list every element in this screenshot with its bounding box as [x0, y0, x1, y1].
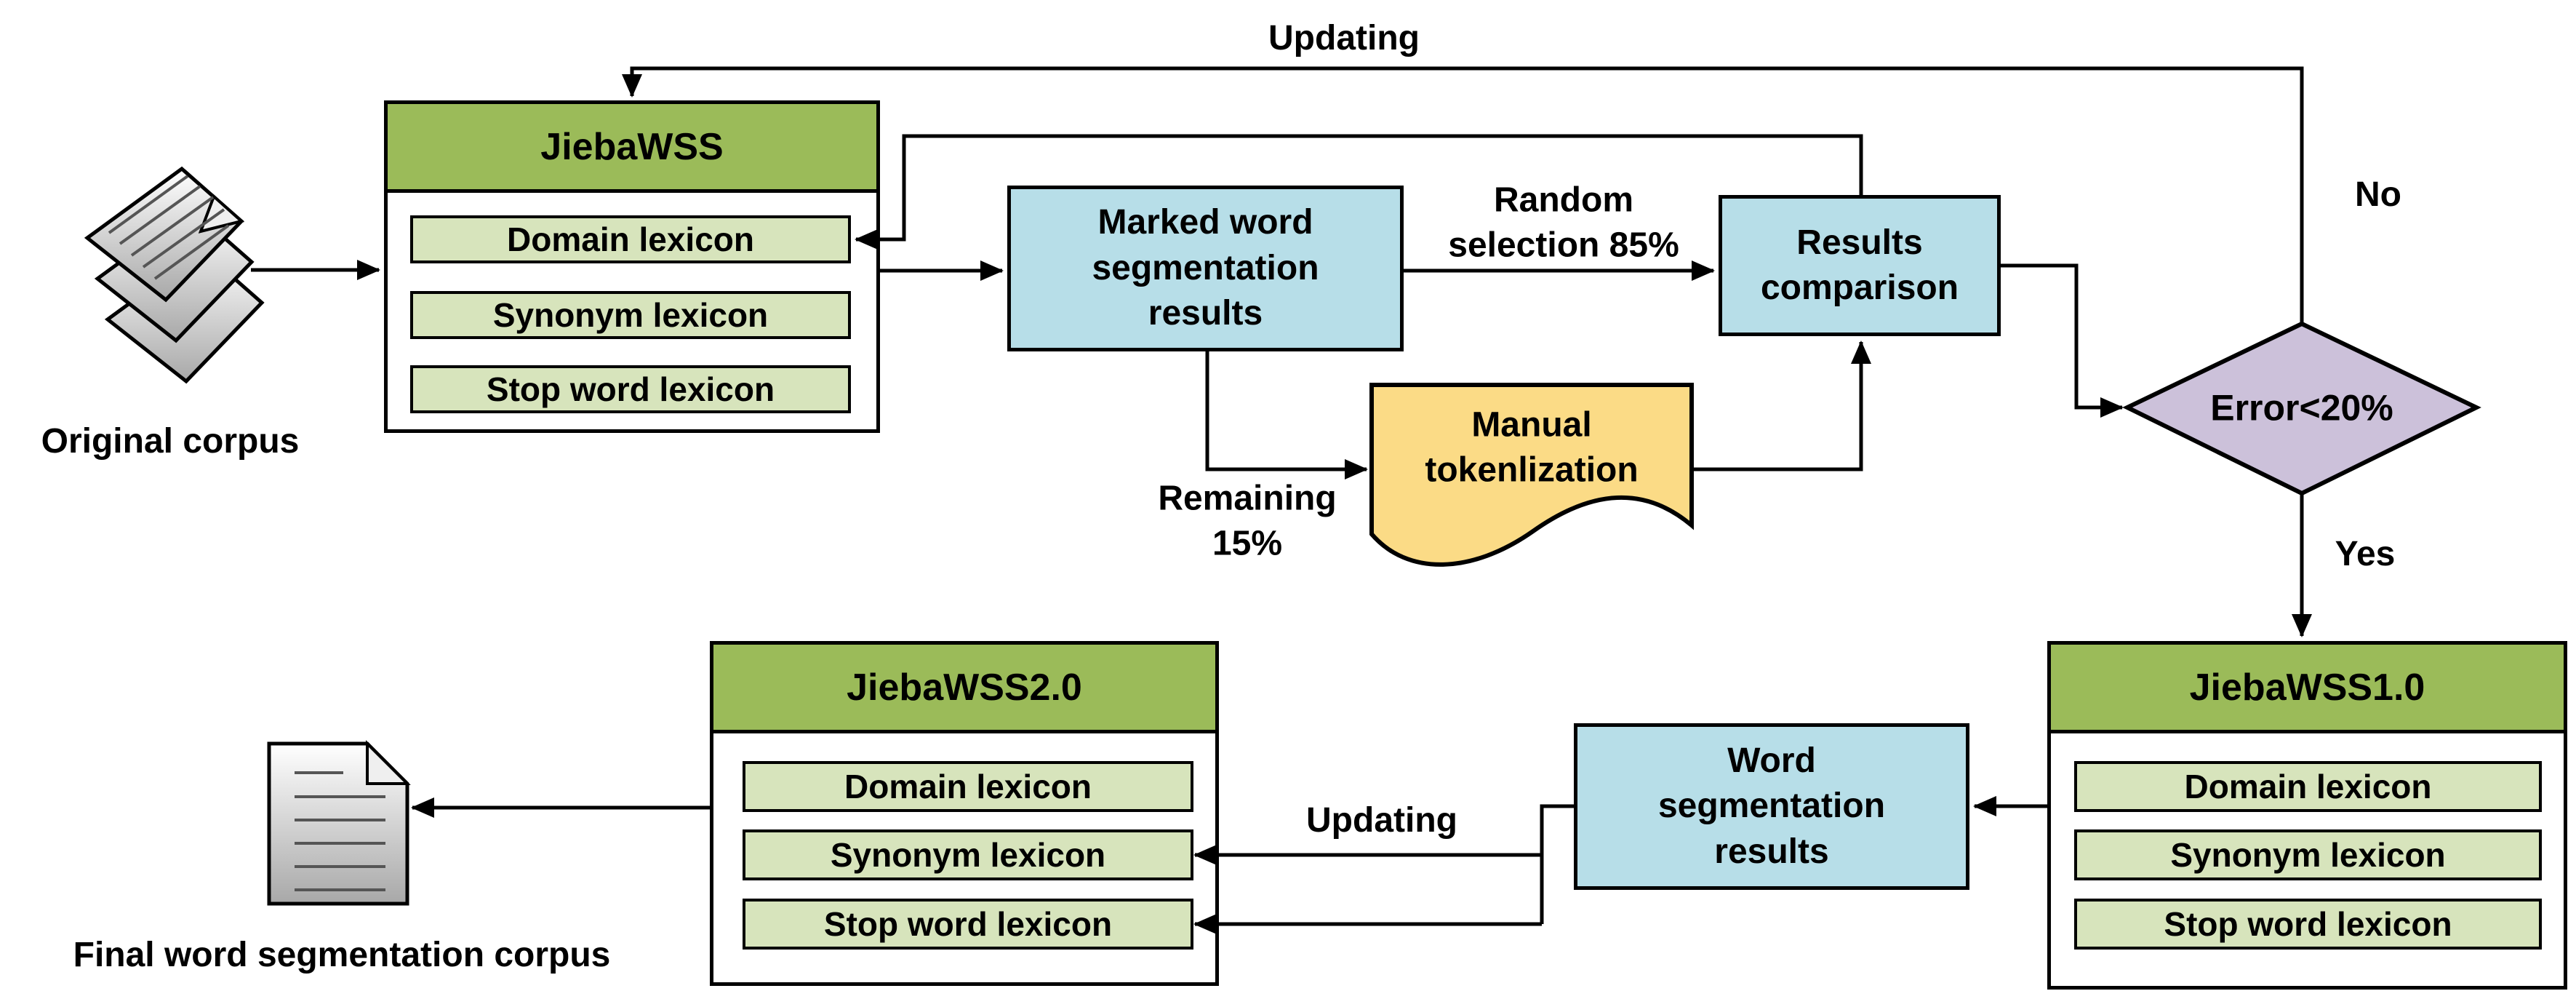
- marked-results-label: Marked word segmentation results: [1092, 203, 1319, 333]
- no-label: No: [2355, 175, 2401, 214]
- results-comparison-label: Results comparison: [1760, 223, 1959, 307]
- stack-text-line: [153, 224, 230, 280]
- arrow-comparison-to-decision: [2001, 263, 2124, 418]
- jiebawss10-stopword-lexicon: Stop word lexicon: [2074, 899, 2542, 950]
- jiebawss-header: JiebaWSS: [388, 104, 876, 193]
- word-seg-results-label: Word segmentation results: [1657, 741, 1886, 871]
- original-corpus-label: Original corpus: [41, 421, 300, 461]
- jiebawss-domain-lexicon: Domain lexicon: [410, 215, 851, 263]
- final-corpus-label: Final word segmentation corpus: [73, 935, 611, 974]
- final-corpus-document-icon: [267, 740, 411, 906]
- jiebawss10-title: JiebaWSS1.0: [2189, 666, 2425, 709]
- arrow-marked-to-manual: [1205, 351, 1368, 479]
- updating-bottom-label: Updating: [1306, 800, 1457, 840]
- word-segmentation-results-box: Word segmentation results: [1574, 723, 1969, 890]
- updating-top-label: Updating: [1268, 18, 1420, 57]
- yes-label: Yes: [2335, 534, 2396, 573]
- jiebawss20-box: JiebaWSS2.0 Domain lexicon Synonym lexic…: [710, 641, 1219, 986]
- stack-page-fold: [198, 194, 245, 234]
- jiebawss20-title: JiebaWSS2.0: [847, 666, 1082, 709]
- jiebawss10-header: JiebaWSS1.0: [2051, 645, 2564, 733]
- arrow-manual-to-comparison: [1692, 341, 1871, 471]
- marked-word-segmentation-results-box: Marked word segmentation results: [1007, 186, 1404, 351]
- jiebawss-stopword-lexicon: Stop word lexicon: [410, 365, 851, 413]
- remaining-label: Remaining 15%: [1158, 479, 1337, 563]
- jiebawss20-header: JiebaWSS2.0: [713, 645, 1215, 733]
- manual-tokenlization-label: Manual tokenlization: [1425, 405, 1639, 490]
- original-corpus-stack-icon: [84, 166, 265, 384]
- jiebawss20-stopword-lexicon: Stop word lexicon: [743, 899, 1193, 950]
- final-doc-fold: [366, 740, 411, 785]
- jiebawss-box: JiebaWSS Domain lexicon Synonym lexicon …: [384, 100, 880, 433]
- stack-page-2: [94, 207, 255, 343]
- jiebawss20-synonym-lexicon: Synonym lexicon: [743, 829, 1193, 880]
- results-comparison-box: Results comparison: [1719, 195, 2001, 336]
- stack-text-line: [108, 175, 189, 234]
- final-doc-page: [267, 741, 409, 906]
- jiebawss-synonym-lexicon: Synonym lexicon: [410, 291, 851, 339]
- jiebawss10-synonym-lexicon: Synonym lexicon: [2074, 829, 2542, 880]
- stack-text-line: [119, 185, 201, 245]
- stack-text-line: [130, 196, 215, 257]
- jiebawss10-box: JiebaWSS1.0 Domain lexicon Synonym lexic…: [2047, 641, 2567, 990]
- random-selection-label: Random selection 85%: [1448, 180, 1679, 265]
- stack-page-1: [84, 166, 244, 303]
- connector-wordseg-updating: [1540, 804, 1574, 924]
- jiebawss20-domain-lexicon: Domain lexicon: [743, 761, 1193, 812]
- error-decision-label: Error<20%: [2210, 387, 2393, 429]
- jiebawss-title: JiebaWSS: [540, 125, 724, 168]
- stack-text-line: [142, 208, 225, 268]
- jiebawss10-domain-lexicon: Domain lexicon: [2074, 761, 2542, 812]
- stack-page-3: [104, 247, 265, 384]
